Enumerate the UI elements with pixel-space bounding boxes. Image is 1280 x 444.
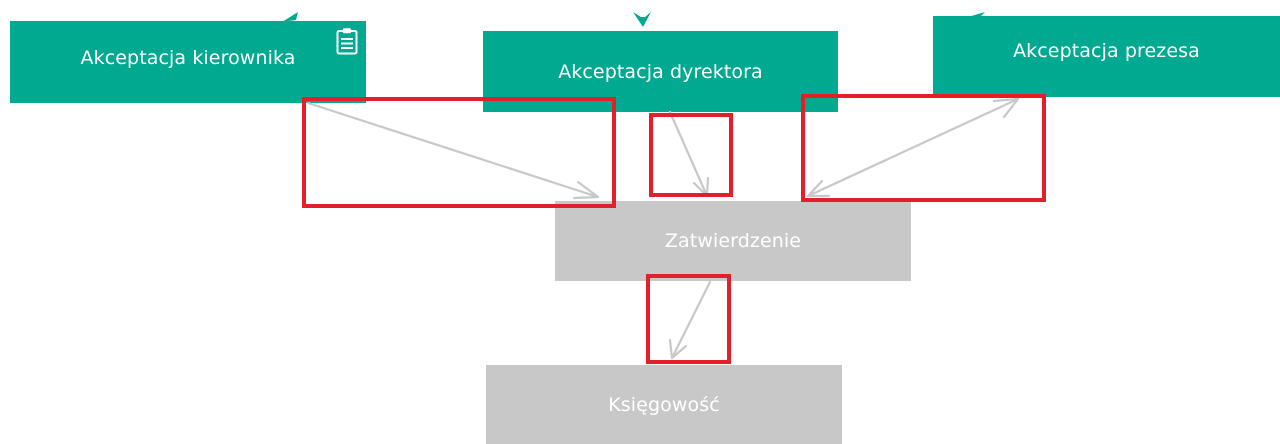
node-label: Akceptacja kierownika — [80, 47, 296, 69]
highlight-box-dyrektor-connector — [649, 113, 733, 197]
node-label: Księgowość — [608, 393, 720, 416]
node-zatwierdzenie[interactable]: Zatwierdzenie — [555, 201, 911, 281]
node-ksiegowosc[interactable]: Księgowość — [486, 365, 842, 444]
node-label: Akceptacja dyrektora — [558, 60, 763, 83]
arrowhead-zatwierdzenie-end — [806, 179, 831, 198]
incoming-arrow-dyrektor — [633, 12, 651, 27]
node-label: Zatwierdzenie — [664, 230, 802, 252]
arrowhead-dyrektor-zatwierdzenie — [692, 176, 710, 198]
arrowhead-kierownik-zatwierdzenie — [572, 180, 600, 200]
highlight-box-prezes-connector — [801, 94, 1046, 202]
node-akceptacja-prezesa[interactable]: Akceptacja prezesa — [933, 16, 1280, 97]
arrowhead-prezes-end — [992, 97, 1020, 119]
connector-kierownik-zatwierdzenie — [306, 101, 600, 199]
node-label: Akceptacja prezesa — [1013, 39, 1200, 62]
arrowhead-zatwierdzenie-ksiegowosc — [668, 338, 688, 360]
clipboard-icon[interactable] — [336, 27, 358, 55]
highlight-box-kierownik-connector — [302, 97, 616, 208]
connector-dyrektor-zatwierdzenie — [668, 110, 709, 198]
connector-prezes-zatwierdzenie — [806, 97, 1020, 198]
node-akceptacja-kierownika[interactable]: Akceptacja kierownika — [10, 21, 366, 103]
node-akceptacja-dyrektora[interactable]: Akceptacja dyrektora — [483, 31, 838, 112]
connector-zatwierdzenie-ksiegowosc — [670, 280, 712, 360]
highlight-box-ksiegowosc-connector — [646, 274, 731, 364]
